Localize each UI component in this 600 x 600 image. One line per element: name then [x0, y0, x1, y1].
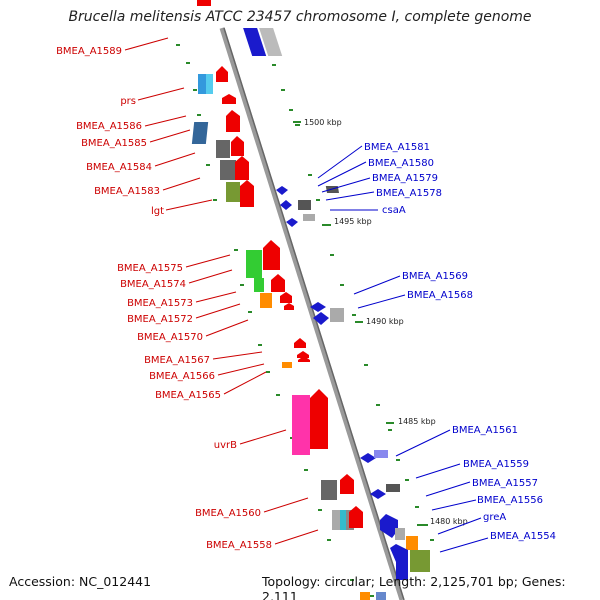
gene-label-prs: prs — [120, 96, 136, 107]
tick-label-1485: 1485 kbp — [398, 417, 436, 426]
tick-label-1480: 1480 kbp — [430, 517, 468, 526]
tick-label-1495: 1495 kbp — [334, 217, 372, 226]
gene-label-BMEA_A1572: BMEA_A1572 — [127, 314, 193, 325]
left-gene-labels: BMEA_A1589 prs BMEA_A1586 BMEA_A1585 BME… — [56, 46, 272, 551]
left-leader-lines — [124, 37, 319, 545]
gene-label-BMEA_A1584: BMEA_A1584 — [86, 162, 152, 173]
ruler-ticks — [293, 121, 425, 526]
gene-label-BMEA_A1573: BMEA_A1573 — [127, 298, 193, 309]
map-title: Brucella melitensis ATCC 23457 chromosom… — [68, 9, 532, 25]
right-gene-labels: BMEA_A1581 BMEA_A1580 BMEA_A1579 BMEA_A1… — [364, 142, 556, 542]
gene-label-BMEA_A1568: BMEA_A1568 — [407, 290, 473, 301]
gene-label-BMEA_A1578: BMEA_A1578 — [376, 188, 442, 199]
gene-label-BMEA_A1574: BMEA_A1574 — [120, 279, 186, 290]
gene-label-BMEA_A1561: BMEA_A1561 — [452, 425, 518, 436]
gene-label-lgt: lgt — [151, 206, 164, 217]
gene-label-BMEA_A1583: BMEA_A1583 — [94, 186, 160, 197]
gene-label-greA: greA — [483, 512, 506, 523]
gene-label-BMEA_A1570: BMEA_A1570 — [137, 332, 203, 343]
gene-label-BMEA_A1579: BMEA_A1579 — [372, 173, 438, 184]
gene-label-BMEA_A1575: BMEA_A1575 — [117, 263, 183, 274]
gene-label-BMEA_A1556: BMEA_A1556 — [477, 495, 543, 506]
right-leader-lines — [317, 145, 489, 553]
gene-label-BMEA_A1554: BMEA_A1554 — [490, 531, 556, 542]
gene-label-BMEA_A1585: BMEA_A1585 — [81, 138, 147, 149]
gene-label-uvrB: uvrB — [214, 440, 237, 451]
gene-label-BMEA_A1565: BMEA_A1565 — [155, 390, 221, 401]
tick-label-1500: 1500 kbp — [304, 118, 342, 127]
gene-label-BMEA_A1569: BMEA_A1569 — [402, 271, 468, 282]
gene-label-BMEA_A1589: BMEA_A1589 — [56, 46, 122, 57]
topology-text: Topology: circular; Length: 2,125,701 bp… — [262, 574, 566, 600]
gene-label-BMEA_A1559: BMEA_A1559 — [463, 459, 529, 470]
gene-label-BMEA_A1567: BMEA_A1567 — [144, 355, 210, 366]
left-gene-features — [191, 28, 370, 600]
genome-backbone-shadow — [223, 27, 405, 600]
gene-label-BMEA_A1558: BMEA_A1558 — [206, 540, 272, 551]
gene-label-BMEA_A1580: BMEA_A1580 — [368, 158, 434, 169]
inner-dotted-track-right — [272, 64, 434, 541]
gene-label-BMEA_A1566: BMEA_A1566 — [149, 371, 215, 382]
right-gene-features — [276, 186, 430, 600]
gene-label-BMEA_A1557: BMEA_A1557 — [472, 478, 538, 489]
gene-label-BMEA_A1586: BMEA_A1586 — [76, 121, 142, 132]
tick-label-1490: 1490 kbp — [366, 317, 404, 326]
genome-backbone — [219, 27, 405, 600]
gene-label-BMEA_A1560: BMEA_A1560 — [195, 508, 261, 519]
left-red-arrows — [197, 0, 363, 528]
gene-label-BMEA_A1581: BMEA_A1581 — [364, 142, 430, 153]
gene-label-csaA: csaA — [382, 205, 406, 216]
accession-text: Accession: NC_012441 — [9, 574, 152, 589]
